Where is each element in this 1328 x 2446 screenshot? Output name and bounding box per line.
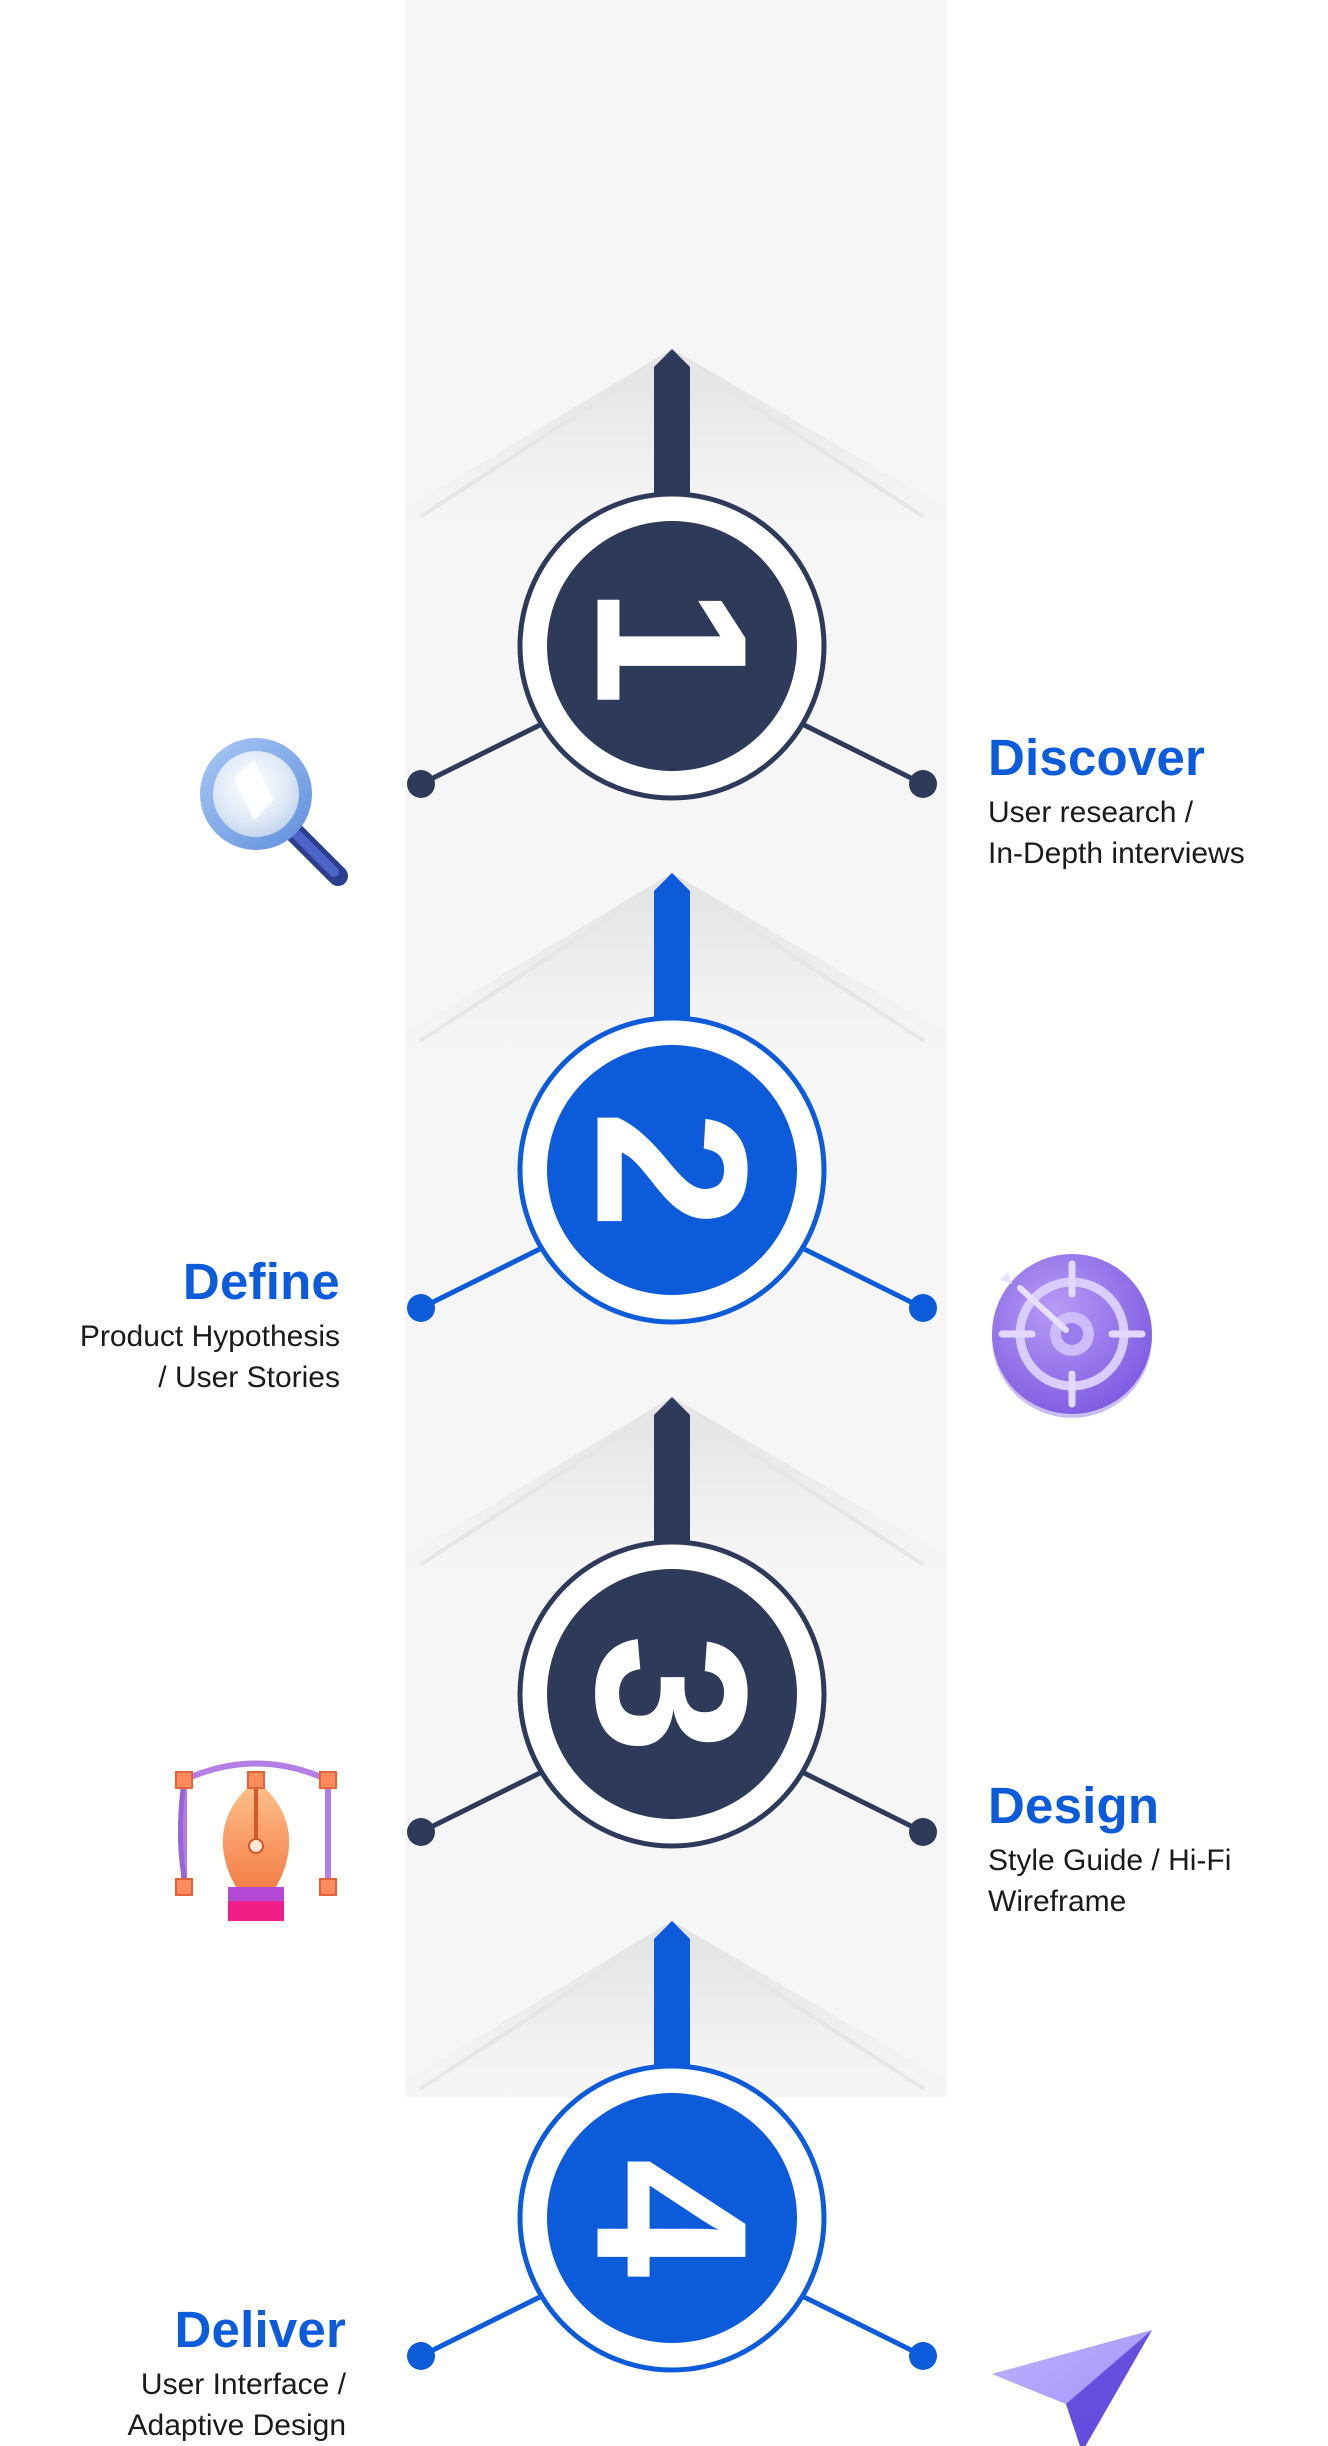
step-description-line: User research /	[988, 796, 1194, 829]
magnifier-icon	[200, 738, 348, 886]
branch-left	[418, 715, 557, 787]
branch-right	[787, 715, 926, 787]
branch-dot-right	[909, 1818, 937, 1846]
branch-dot-left	[407, 1818, 435, 1846]
pen-tool-icon	[175, 1760, 337, 1921]
step-title: Define	[182, 1253, 340, 1310]
step-description-line: / User Stories	[158, 1361, 340, 1394]
step-disc	[547, 2093, 797, 2343]
step-number: 2	[552, 1110, 793, 1230]
branch-right	[787, 1239, 926, 1311]
step-description-line: Adaptive Design	[127, 2409, 346, 2442]
branch-left	[418, 2287, 557, 2359]
branch-dot-left	[407, 2342, 435, 2370]
step-title: Deliver	[174, 2301, 346, 2358]
step-disc	[547, 1045, 797, 1295]
step-description-line: Style Guide / Hi-Fi	[988, 1844, 1232, 1877]
step-description-line: User Interface /	[140, 2368, 346, 2401]
step-number: 3	[552, 1634, 793, 1754]
step-4: 4	[405, 1921, 1152, 2446]
branch-dot-left	[407, 770, 435, 798]
step-number: 1	[552, 586, 793, 706]
step-title: Discover	[988, 729, 1206, 786]
step-description: Product Hypothesis / User Stories	[80, 1316, 340, 1398]
step-disc	[547, 1569, 797, 1819]
branch-dot-left	[407, 1294, 435, 1322]
step-description-line: In-Depth interviews	[988, 837, 1245, 870]
branch-right	[787, 1763, 926, 1835]
branch-right	[787, 2287, 926, 2359]
branch-dot-right	[909, 770, 937, 798]
branch-dot-right	[909, 1294, 937, 1322]
branch-left	[418, 1763, 557, 1835]
branch-dot-right	[909, 2342, 937, 2370]
branch-left	[418, 1239, 557, 1311]
step-2: 2	[405, 873, 1152, 1418]
target-icon	[992, 1254, 1152, 1418]
paper-plane-icon	[992, 2330, 1152, 2446]
step-description: User research / In-Depth interviews	[988, 792, 1245, 874]
step-title: Design	[988, 1777, 1160, 1834]
step-description-line: Product Hypothesis	[79, 1320, 340, 1353]
step-description: User Interface / Adaptive Design	[128, 2364, 346, 2446]
step-disc	[547, 521, 797, 771]
step-description-line: Wireframe	[988, 1885, 1127, 1918]
step-1: 1	[200, 349, 947, 886]
step-number: 4	[552, 2158, 793, 2278]
step-3: 3	[175, 1397, 947, 1921]
